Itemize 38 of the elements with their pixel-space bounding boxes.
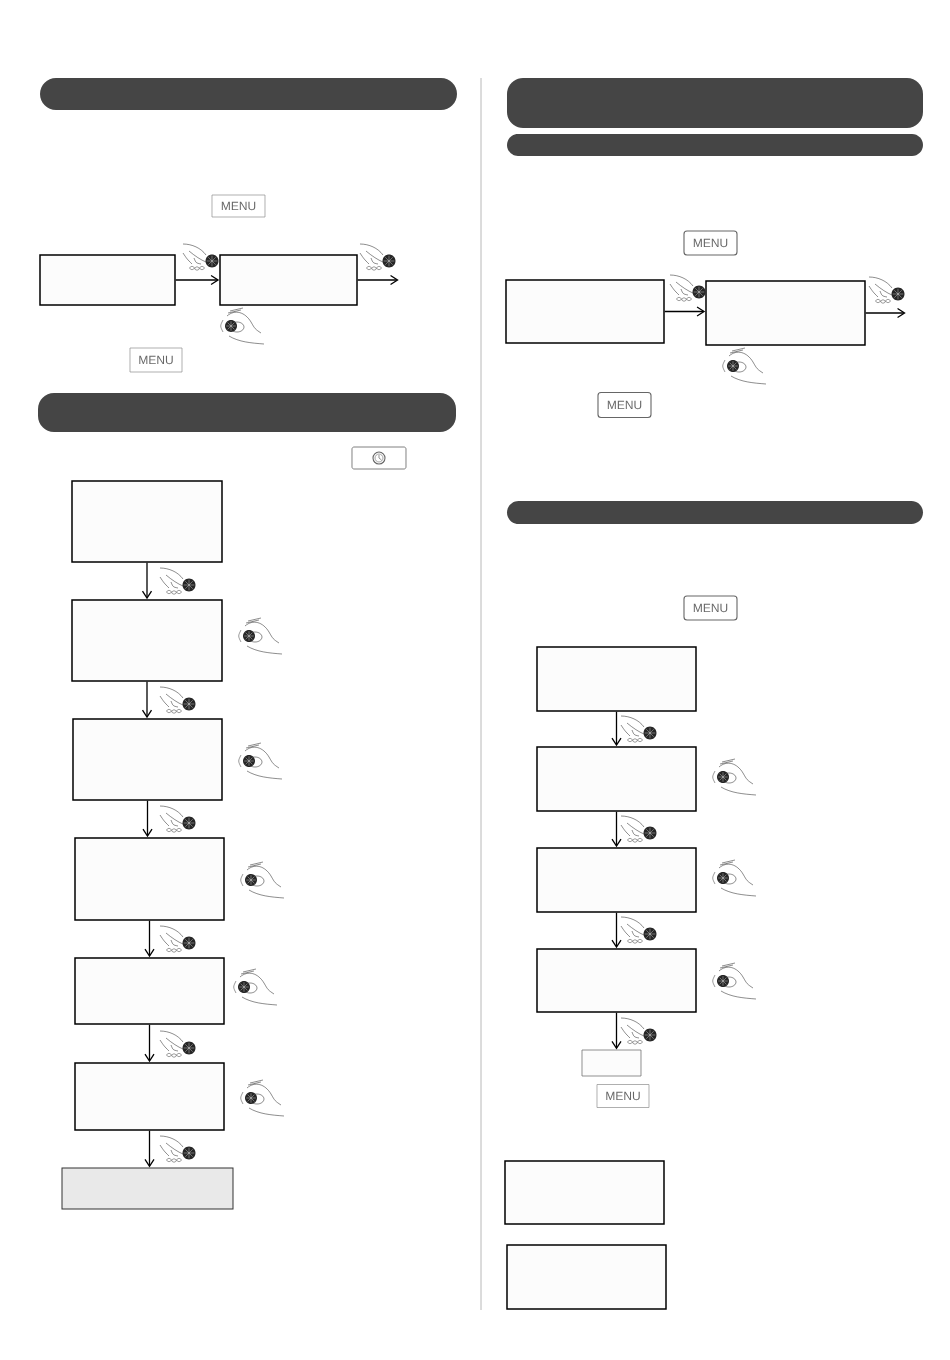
display-box	[705, 280, 866, 346]
menu-button: MENU	[596, 1084, 650, 1108]
arrow	[141, 562, 153, 600]
arrow	[141, 681, 153, 719]
arrow	[611, 1012, 622, 1050]
arrow	[175, 274, 220, 286]
display-box	[71, 599, 223, 682]
display-box	[504, 1160, 665, 1225]
display-box	[536, 847, 697, 913]
arrow	[865, 307, 906, 319]
display-box	[72, 718, 223, 801]
display-box	[71, 480, 223, 563]
display-box	[74, 837, 225, 921]
arrow	[611, 912, 622, 949]
arrow	[144, 920, 155, 958]
display-box	[74, 1062, 225, 1131]
menu-button: MENU	[683, 230, 738, 256]
arrow	[142, 800, 153, 838]
display-box	[536, 746, 697, 812]
display-box	[61, 1167, 234, 1210]
arrow	[357, 274, 399, 286]
display-box	[219, 254, 358, 306]
menu-button: MENU	[597, 391, 652, 419]
arrow	[144, 1130, 155, 1168]
arrow	[611, 811, 622, 848]
display-box	[581, 1049, 642, 1077]
display-box	[74, 957, 225, 1025]
menu-button: MENU	[683, 595, 738, 621]
display-box	[39, 254, 176, 306]
arrow	[144, 1024, 155, 1063]
arrow	[611, 711, 622, 747]
display-box	[536, 948, 697, 1013]
display-box	[536, 646, 697, 712]
display-box	[505, 279, 665, 344]
menu-button: MENU	[129, 347, 183, 373]
display-box	[506, 1244, 667, 1310]
menu-button: MENU	[211, 194, 266, 218]
arrow	[664, 306, 706, 317]
